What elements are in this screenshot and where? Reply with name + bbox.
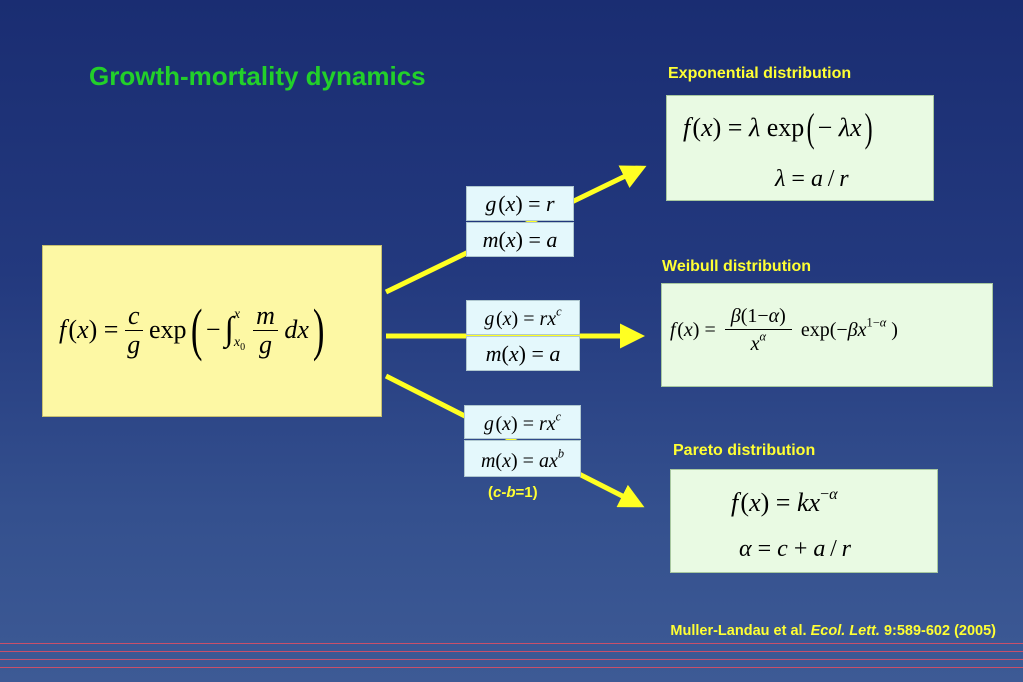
citation-journal: Ecol. Lett. (810, 623, 880, 639)
mortality-power-box: m(x) = axb (464, 440, 581, 477)
mortality-constant-box: m(x) = a (466, 222, 574, 257)
mortality-constant-box-2: m(x) = a (466, 336, 580, 371)
pareto-alpha-equation: α = c + a / r (739, 536, 851, 562)
weibull-label: Weibull distribution (662, 258, 812, 275)
citation-authors: Muller-Landau et al. (670, 623, 807, 639)
growth-power-box: g (x) = rxc (466, 300, 580, 335)
pareto-equation: f (x) = kx−α (731, 485, 838, 517)
bottom-stripe (0, 659, 1023, 660)
slide-title: Growth-mortality dynamics (89, 61, 426, 91)
exponential-box: f (x) = λ exp ( − λx ) λ = a / r (666, 95, 934, 201)
weibull-equation: f (x) = β(1−α)xα exp(−βx1−α ) (670, 305, 898, 355)
condition-note: (c-b=1) (488, 484, 538, 501)
citation: Muller-Landau et al. Ecol. Lett. 9:589-6… (670, 623, 996, 639)
condition-c: c (493, 484, 502, 501)
bottom-stripe (0, 651, 1023, 652)
bottom-stripe (0, 643, 1023, 644)
citation-details: 9:589-602 (2005) (883, 623, 996, 639)
pareto-label: Pareto distribution (673, 442, 816, 459)
exponential-equation: f (x) = λ exp ( − λx ) (683, 105, 873, 150)
exponential-label: Exponential distribution (668, 65, 852, 82)
growth-constant-box: g (x) = r (466, 186, 574, 221)
pareto-box: f (x) = kx−α α = c + a / r (670, 469, 938, 573)
bottom-stripe (0, 667, 1023, 668)
condition-b: b (506, 484, 516, 501)
weibull-box: f (x) = β(1−α)xα exp(−βx1−α ) (661, 283, 993, 387)
exponential-lambda-equation: λ = a / r (775, 166, 849, 192)
growth-power-box-2: g (x) = rxc (464, 405, 581, 439)
